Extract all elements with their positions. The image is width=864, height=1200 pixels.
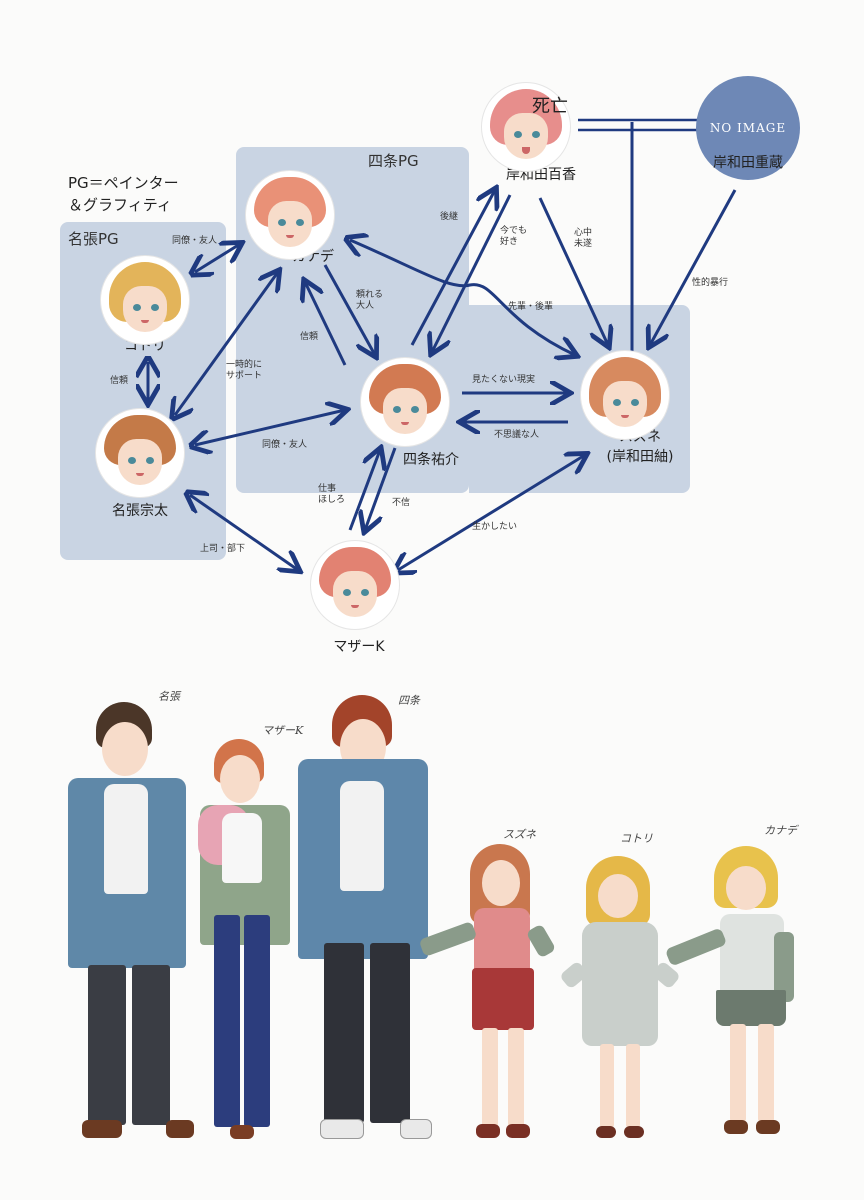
edge-kanade-suzune (350, 240, 575, 355)
figure-kotori (559, 848, 681, 1148)
yuka-portrait (481, 82, 571, 172)
edge-label-k-suzune: 生かしたい (472, 522, 518, 532)
group-title-shijo: 四条PG (368, 152, 419, 170)
edge-label-sota-kanade: 一時的に サポート (226, 360, 263, 381)
edge-kanade-yusuke-a (305, 282, 347, 366)
node-yusuke: 四条祐介 (355, 357, 459, 469)
edge-label-yusuke-k-a: 仕事 ほしろ (318, 484, 346, 505)
edge-label-kanade-yuka: 後継 (440, 212, 459, 222)
edge-label-sota-yusuke: 同僚・友人 (262, 440, 308, 450)
node-kanade: カナデ (240, 170, 340, 266)
edge-yusuke-yuka-b (432, 194, 512, 352)
mother-k-portrait (310, 540, 400, 630)
relationship-arrows (0, 118, 737, 700)
edge-yusuke-yuka-a (410, 190, 495, 346)
edge-shigezo-suzune (650, 189, 737, 345)
figure-shijo (296, 695, 446, 1155)
dead-label: 死亡 (532, 96, 568, 117)
edge-sota-k (190, 495, 298, 570)
shigezo-name: 岸和田重蔵 (713, 155, 783, 171)
edge-label-sota-k: 上司・部下 (200, 544, 246, 554)
edge-yuka-suzune (538, 197, 608, 345)
figure-kanade (664, 838, 804, 1148)
node-yuka: 岸和田百香 (476, 82, 576, 184)
edge-label-shigezo-suzune: 性的暴行 (692, 278, 729, 288)
edge-label-yusuke-k-b: 不信 (392, 498, 411, 508)
edge-label-senpai: 先輩・後輩 (508, 302, 554, 312)
sketch-label-suzune: スズネ (503, 828, 536, 841)
edge-sota-kanade (175, 272, 278, 415)
node-sota: 名張宗太 (90, 408, 190, 520)
edge-label-suzune-yusuke: 不思議な人 (494, 430, 540, 440)
edge-label-kotori-kanade: 同僚・友人 (172, 236, 218, 246)
figure-nabari (60, 700, 200, 1150)
node-mother-k: マザーK (305, 540, 405, 656)
legend-line-1: PG＝ペインター (68, 174, 179, 192)
sota-name: 名張宗太 (112, 503, 168, 519)
kanade-portrait (245, 170, 335, 260)
sketch-label-nabari: 名張 (158, 690, 180, 703)
no-image-placeholder: NO IMAGE (696, 76, 800, 180)
node-suzune: スズネ (岸和田紬) (575, 350, 675, 466)
mother-k-name: マザーK (333, 639, 385, 655)
sketch-label-shijo: 四条 (398, 694, 420, 707)
edge-label-yusuke-yuka: 今でも 好き (500, 226, 528, 247)
legend-line-2: ＆グラフィティ (68, 196, 172, 214)
sketch-label-kanade: カナデ (764, 824, 797, 837)
edge-kotori-kanade (195, 244, 240, 272)
edge-label-kanade-yusuke-b: 頼れる 大人 (356, 290, 384, 311)
yusuke-name: 四条祐介 (403, 452, 459, 468)
node-kotori: コトリ (95, 255, 195, 355)
sota-portrait (95, 408, 185, 498)
yusuke-portrait (360, 357, 450, 447)
sketch-label-kotori: コトリ (620, 832, 653, 845)
edge-yusuke-k-a (348, 450, 380, 531)
node-shigezo: NO IMAGE 岸和田重蔵 (686, 76, 810, 180)
suzune-portrait (580, 350, 670, 440)
figure-suzune (418, 840, 560, 1150)
sketch-label-mother: マザーK (262, 724, 304, 737)
edge-label-kanade-yusuke-a: 信頼 (300, 332, 319, 342)
edge-label-kotori-sota: 信頼 (110, 376, 129, 386)
edge-sota-yusuke (195, 410, 345, 445)
edge-k-suzune (398, 455, 585, 570)
legend: PG＝ペインター ＆グラフィティ (68, 172, 179, 216)
edge-label-yusuke-suzune: 見たくない現実 (472, 375, 536, 385)
group-title-nabari: 名張PG (68, 230, 119, 248)
kotori-portrait (100, 255, 190, 345)
figure-mother-k (170, 735, 300, 1145)
edge-label-yuka-suzune: 心中 未遂 (574, 228, 593, 249)
